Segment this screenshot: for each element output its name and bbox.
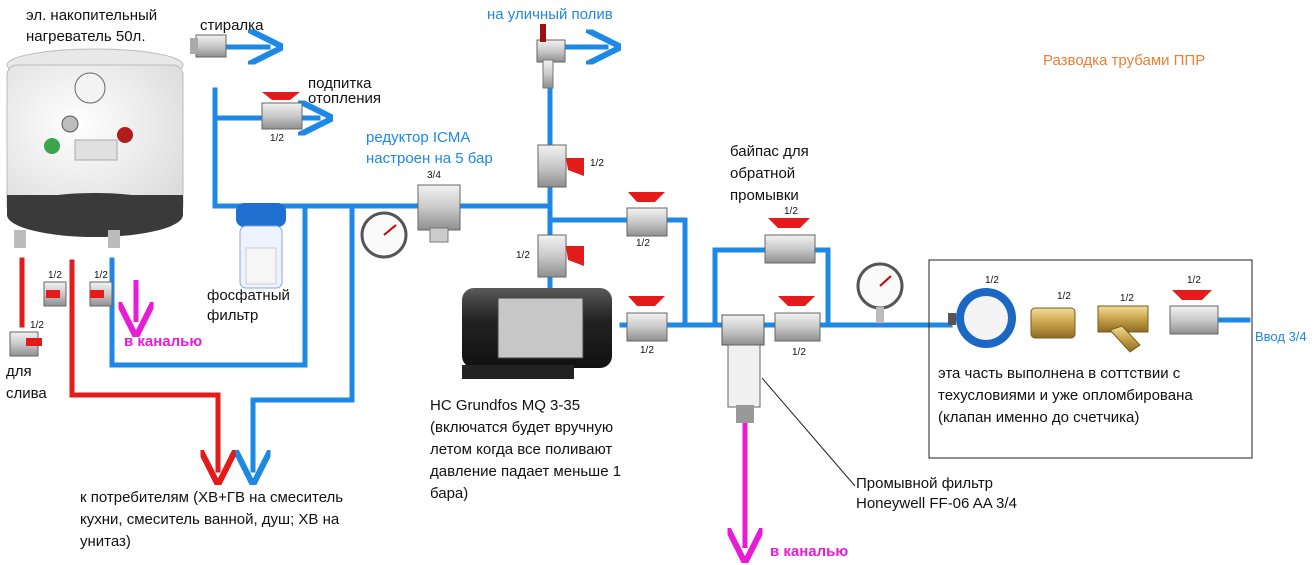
size-tag: 1/2 xyxy=(94,270,108,281)
pump-label-1: HC Grundfos MQ 3-35 xyxy=(430,397,580,414)
valve-heater-left[interactable] xyxy=(43,281,67,307)
size-tag: 1/2 xyxy=(1120,293,1134,304)
flush-filter-label-1: Промывной фильтр xyxy=(856,475,993,492)
size-tag: 3/4 xyxy=(427,170,441,181)
flush-filter xyxy=(721,314,765,423)
size-tag: 1/2 xyxy=(792,347,806,358)
bypass-label-2: обратной xyxy=(730,165,795,182)
size-tag: 1/2 xyxy=(590,158,604,169)
heater-label-1: эл. накопительный xyxy=(26,7,157,24)
sealed-part-label-2: техусловиями и уже опломбирована xyxy=(938,387,1193,404)
pressure-reducer xyxy=(417,184,461,243)
consumers-label-3: унитаз) xyxy=(80,533,131,550)
for-drain-label-2: слива xyxy=(6,385,47,402)
pump xyxy=(462,288,612,379)
pump-label-3: летом когда все поливают xyxy=(430,441,612,458)
valve-heater-right[interactable] xyxy=(89,281,113,307)
inlet-label: Ввод 3/4 xyxy=(1255,329,1307,344)
pump-label-5: бара) xyxy=(430,485,468,502)
check-valve xyxy=(1030,307,1076,339)
size-tag: 1/2 xyxy=(30,320,44,331)
hot-pipes xyxy=(19,257,218,470)
size-tag: 1/2 xyxy=(640,345,654,356)
size-tag: 1/2 xyxy=(985,275,999,286)
valve-heating-refill[interactable] xyxy=(261,92,303,130)
phosphate-filter-label-1: фосфатный xyxy=(207,287,290,304)
heating-refill-label-2: отопления xyxy=(308,90,381,107)
drain-arrows xyxy=(136,280,745,548)
for-drain-label-1: для xyxy=(6,363,32,380)
water-heater xyxy=(6,48,184,248)
size-tag: 1/2 xyxy=(1057,291,1071,302)
drain-label-left: в каналью xyxy=(124,333,202,350)
washer-tap[interactable] xyxy=(190,34,227,58)
diagram-title: Разводка трубами ППР xyxy=(1043,52,1205,69)
street-watering-label: на уличный полив xyxy=(487,6,613,23)
washer-label: стиралка xyxy=(200,17,264,34)
pressure-gauge-right xyxy=(856,262,904,323)
pressure-gauge-left xyxy=(360,211,408,259)
size-tag: 1/2 xyxy=(1187,275,1201,286)
bypass-label-3: промывки xyxy=(730,187,799,204)
consumers-label-1: к потребителям (ХВ+ГВ на смеситель xyxy=(80,489,343,506)
size-tag: 1/2 xyxy=(516,250,530,261)
pump-label-2: (включатся будет вручную xyxy=(430,419,613,436)
valve-inlet[interactable] xyxy=(1169,290,1219,335)
sealed-part-label-3: (клапан именно до счетчика) xyxy=(938,409,1139,426)
street-tap[interactable] xyxy=(536,24,566,89)
heating-refill-label-1: подпитка xyxy=(308,75,372,92)
bypass-label-1: байпас для xyxy=(730,143,809,160)
flush-filter-label-2: Honeywell FF-06 AA 3/4 xyxy=(856,495,1017,512)
heater-label-2: нагреватель 50л. xyxy=(26,28,145,45)
valve-pump-outlet[interactable] xyxy=(626,296,668,342)
sealed-part-label-1: эта часть выполнена в соттствии с xyxy=(938,365,1181,382)
valve-filter-outlet[interactable] xyxy=(774,296,821,342)
size-tag: 1/2 xyxy=(636,238,650,249)
phosphate-filter-label-2: фильтр xyxy=(207,307,258,324)
water-meter xyxy=(948,288,1016,348)
phosphate-filter xyxy=(236,203,286,289)
valve-drain[interactable] xyxy=(9,331,42,357)
reducer-label-1: редуктор ICMA xyxy=(366,129,470,146)
pump-label-4: давление падает меньше 1 xyxy=(430,463,621,480)
valve-street-line[interactable] xyxy=(537,144,584,188)
valve-pump-inlet[interactable] xyxy=(537,234,584,278)
size-tag: 1/2 xyxy=(270,133,284,144)
size-tag: 1/2 xyxy=(48,270,62,281)
valve-bypass[interactable] xyxy=(764,218,816,264)
drain-label-bottom: в каналью xyxy=(770,543,848,560)
consumers-label-2: кухни, смеситель ванной, душ; ХВ на xyxy=(80,511,340,528)
flush-filter-leader xyxy=(761,377,856,487)
strainer xyxy=(1097,305,1149,353)
size-tag: 1/2 xyxy=(784,206,798,217)
valve-pump-bypass-top[interactable] xyxy=(626,192,668,237)
sealed-section-frame xyxy=(928,259,1253,459)
reducer-label-2: настроен на 5 бар xyxy=(366,150,493,167)
